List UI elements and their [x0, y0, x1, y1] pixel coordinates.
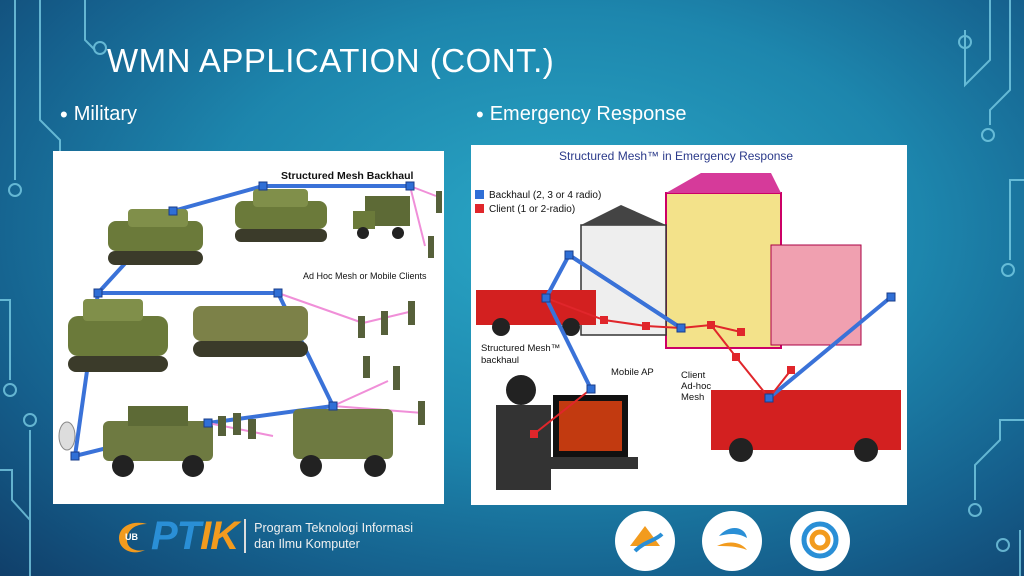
military-mesh-figure: Structured Mesh Backhaul Ad Hoc Mesh or … — [53, 151, 444, 504]
label-client-line2: Ad-hoc — [681, 381, 711, 392]
label-backhaul-line2: backhaul — [481, 355, 519, 366]
ptiik-ik: IK — [200, 513, 239, 558]
tank-3 — [68, 299, 168, 372]
bullet-dot: • — [60, 101, 68, 127]
program-badge-3 — [790, 511, 850, 571]
label-backhaul-line1: Structured Mesh™ — [481, 343, 560, 354]
label-client-line1: Client — [681, 370, 706, 381]
tank-1 — [108, 209, 203, 265]
bullet-text: Military — [73, 103, 138, 125]
legend-swatch-backhaul — [475, 190, 484, 199]
legend-client: Client (1 or 2-radio) — [489, 204, 575, 215]
program-line1: Program Teknologi Informasi — [254, 521, 413, 535]
military-illustration: Structured Mesh Backhaul Ad Hoc Mesh or … — [58, 170, 442, 477]
ptiik-logo: UB PTIK Program Teknologi Informasi dan … — [115, 511, 413, 561]
tank-4 — [193, 306, 308, 357]
fire-truck-2 — [711, 390, 901, 462]
fire-truck-1 — [476, 290, 596, 336]
logo-divider — [244, 519, 247, 553]
bullet-emergency-response: • Emergency Response — [476, 103, 686, 126]
truck-1 — [353, 196, 410, 239]
laptop — [543, 395, 638, 469]
humvee-1 — [103, 406, 213, 477]
program-name: Program Teknologi Informasi dan Ilmu Kom… — [254, 520, 413, 552]
slide-title: WMN APPLICATION (CONT.) — [107, 42, 555, 79]
ub-text: UB — [125, 532, 138, 542]
soldiers — [218, 191, 442, 439]
program-badge-2 — [702, 511, 762, 571]
legend-backhaul: Backhaul (2, 3 or 4 radio) — [489, 190, 601, 201]
label-mobile-ap: Mobile AP — [611, 367, 654, 378]
firefighter — [496, 375, 551, 490]
label-backhaul: Structured Mesh Backhaul — [281, 170, 414, 182]
humvee-2 — [293, 409, 393, 477]
badge-emblem-icon — [717, 527, 747, 550]
bullet-text: Emergency Response — [489, 103, 687, 125]
emergency-figure-title: Structured Mesh™ in Emergency Response — [559, 149, 793, 163]
ptiik-pt: PT — [151, 513, 201, 558]
legend: Backhaul (2, 3 or 4 radio) Client (1 or … — [475, 190, 601, 215]
emergency-illustration: Structured Mesh™ in Emergency Response B… — [475, 149, 901, 490]
emergency-mesh-figure: Structured Mesh™ in Emergency Response B… — [471, 145, 907, 505]
bullet-military: • Military — [60, 103, 137, 126]
program-badge-1 — [615, 511, 675, 571]
bullet-dot: • — [476, 101, 484, 127]
tank-2 — [235, 189, 327, 242]
legend-swatch-client — [475, 204, 484, 213]
badge-emblem-icon — [801, 521, 839, 559]
label-client-line3: Mesh — [681, 392, 704, 403]
badge-emblem-icon — [630, 526, 664, 553]
buildings — [580, 173, 862, 349]
program-line2: dan Ilmu Komputer — [254, 537, 360, 551]
label-clients: Ad Hoc Mesh or Mobile Clients — [303, 271, 427, 281]
ub-swoosh-icon: UB — [119, 522, 147, 553]
ptiik-wordmark: PTIK — [151, 513, 239, 559]
satellite-dish — [58, 421, 76, 451]
